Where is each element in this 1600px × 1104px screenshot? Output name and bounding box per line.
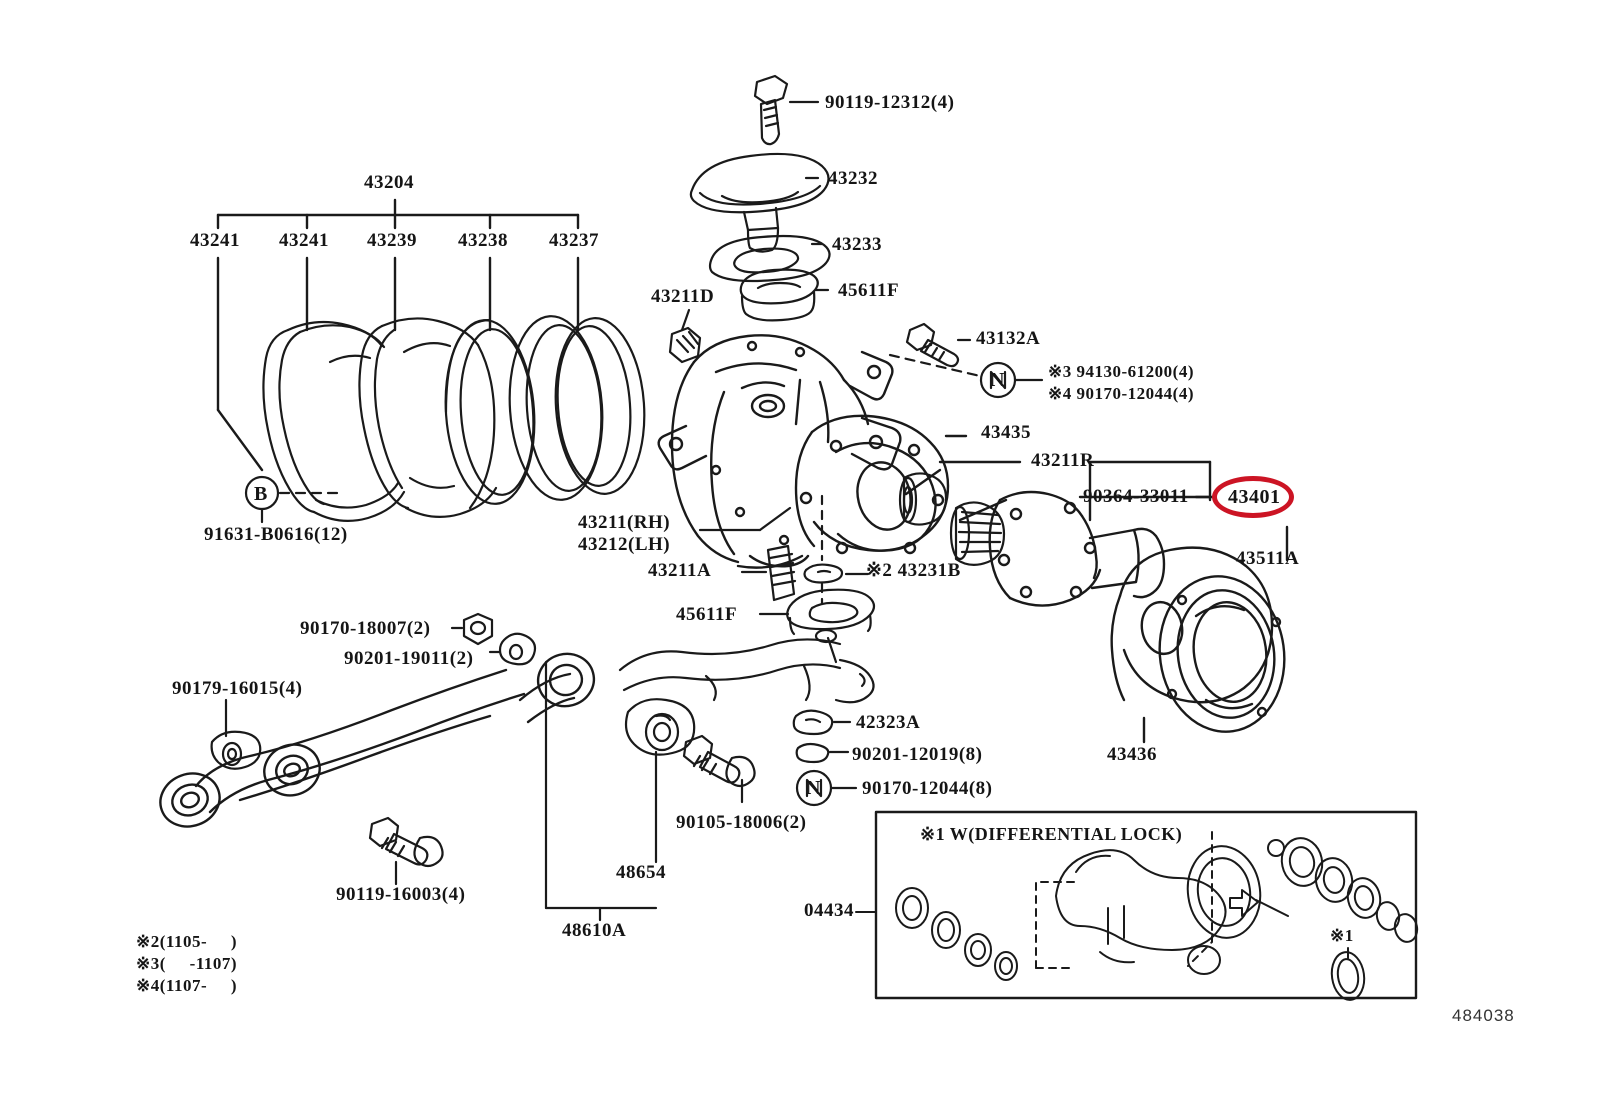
part-43132a [905, 322, 972, 368]
part-90170-18007 [450, 612, 494, 646]
marker-b-letter: B [254, 483, 268, 505]
label-note4-90170: ※4 90170-12044(4) [1048, 384, 1194, 403]
part-90364-33011 [949, 501, 1006, 566]
footnote-3: ※3( -1107) [136, 954, 238, 973]
part-90201-19011 [488, 632, 537, 666]
leader-48610a [544, 660, 658, 922]
label-43211r: 43211R [1031, 450, 1095, 471]
label-48610a: 48610A [562, 920, 627, 941]
label-43232: 43232 [828, 168, 878, 189]
label-note3-94130: ※3 94130-61200(4) [1048, 362, 1194, 381]
label-43132a: 43132A [976, 328, 1041, 349]
part-43211d [668, 308, 702, 364]
bolt-90119-12312 [753, 74, 820, 146]
marker-n-circle-top [979, 361, 1044, 399]
diagram-id: 484038 [1452, 1006, 1515, 1025]
highlight-ellipse-43401 [1212, 476, 1294, 518]
label-43435: 43435 [981, 422, 1031, 443]
label-43436: 43436 [1107, 744, 1157, 765]
label-43239: 43239 [367, 230, 417, 251]
label-43231b: ※2 43231B [866, 560, 961, 581]
footnote-4: ※4(1107- ) [136, 976, 238, 995]
part-90179-16015 [210, 698, 262, 770]
part-48654 [624, 698, 696, 864]
label-91631-b0616: 91631-B0616(12) [204, 524, 348, 545]
part-43233 [708, 234, 831, 283]
axle-shaft-assembly [988, 490, 1289, 744]
part-43435 [794, 414, 968, 555]
label-43238: 43238 [458, 230, 508, 251]
label-45611f-bottom: 45611F [676, 604, 738, 625]
lower-control-arm-48610a [159, 652, 596, 828]
label-90170-12044: 90170-12044(8) [862, 778, 993, 799]
marker-n-letter-top: N [990, 369, 1005, 391]
label-43211a: 43211A [648, 560, 712, 581]
inset-contents [855, 831, 1419, 1001]
part-90105-18006 [682, 734, 756, 804]
label-90179-16015: 90179-16015(4) [172, 678, 303, 699]
label-42323a: 42323A [856, 712, 921, 733]
footnote-2: ※2(1105- ) [136, 932, 238, 951]
label-90119-16003: 90119-16003(4) [336, 884, 466, 905]
label-43211d: 43211D [651, 286, 715, 307]
label-43237: 43237 [549, 230, 599, 251]
part-43211r [898, 472, 948, 526]
label-45611f-top: 45611F [838, 280, 900, 301]
inset-title-differential-lock: ※1 W(DIFFERENTIAL LOCK) [920, 824, 1183, 844]
inset-box-differential-lock [874, 810, 1418, 1000]
label-48654: 48654 [616, 862, 666, 883]
connector-43401 [904, 460, 1217, 522]
label-inset-mark-1: ※1 [1330, 926, 1354, 945]
label-43511a: 43511A [1236, 548, 1300, 569]
label-90119-12312: 90119-12312(4) [825, 92, 955, 113]
upper-arm-silhouette [618, 628, 875, 704]
part-43231b [803, 563, 870, 584]
label-43401: 43401 [1228, 486, 1281, 508]
label-43241-a: 43241 [190, 230, 240, 251]
label-43212-lh: 43212(LH) [578, 534, 671, 555]
knuckle-housing-43211 [657, 334, 902, 569]
part-45611f-top [739, 268, 830, 322]
part-45611f-bottom [758, 588, 876, 636]
label-90364-33011: 90364-33011 [1083, 486, 1189, 507]
part-43211a [740, 544, 797, 602]
label-43241-b: 43241 [279, 230, 329, 251]
label-90201-12019: 90201-12019(8) [852, 744, 983, 765]
part-90119-16003 [368, 816, 444, 886]
label-43211-rh: 43211(RH) [578, 512, 671, 533]
part-43232 [689, 152, 830, 253]
marker-b-circle [244, 475, 280, 524]
label-90105-18006: 90105-18006(2) [676, 812, 807, 833]
marker-n-circle-bottom [795, 769, 858, 807]
label-90201-19011: 90201-19011(2) [344, 648, 474, 669]
backing-plate-stack [262, 315, 646, 523]
label-04434: 04434 [804, 900, 854, 921]
part-90201-12019 [795, 742, 850, 764]
label-43233: 43233 [832, 234, 882, 255]
part-42323a [792, 709, 852, 736]
bracket-43204 [216, 198, 580, 472]
label-90170-18007: 90170-18007(2) [300, 618, 431, 639]
marker-n-letter-bottom: N [806, 777, 821, 799]
label-43204: 43204 [364, 172, 414, 193]
